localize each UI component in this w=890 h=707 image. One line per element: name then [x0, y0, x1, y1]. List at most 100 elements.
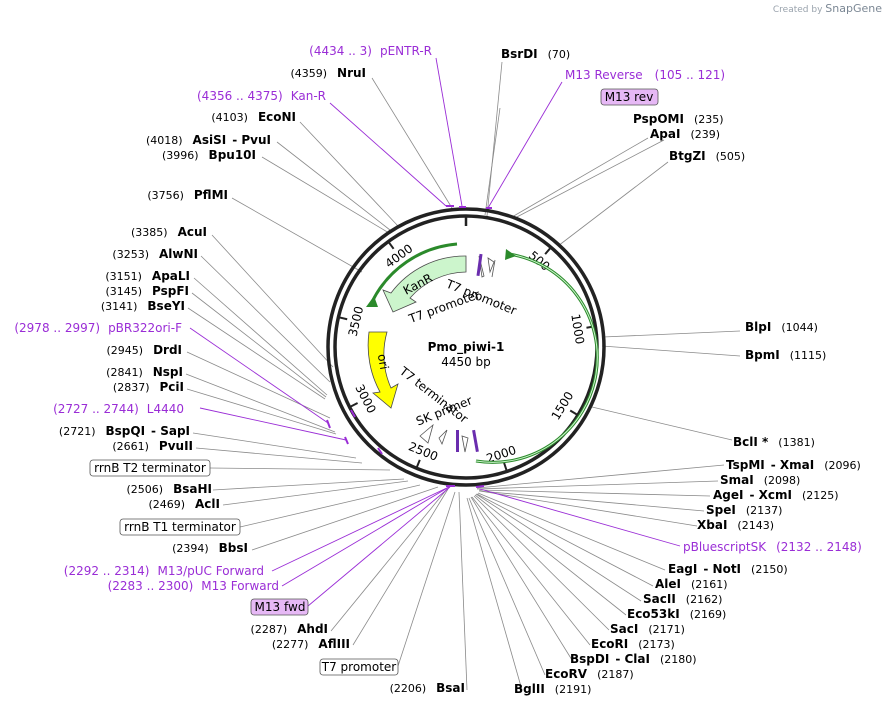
ori-arrow	[367, 331, 399, 409]
svg-text:EcoRI(2173): EcoRI(2173)	[591, 637, 675, 651]
scale-tick-label: 3500	[346, 305, 367, 338]
site-label: BtgZI	[669, 149, 706, 163]
site-label: NspI	[153, 365, 183, 379]
svg-text:BtgZI(505): BtgZI(505)	[669, 149, 745, 163]
svg-text:BspDI- ClaI(2180): BspDI- ClaI(2180)	[570, 652, 697, 666]
site-label: NruI	[337, 66, 366, 80]
site-label: AleI	[655, 577, 681, 591]
site-label: BspQI	[105, 424, 145, 438]
svg-text:(2469)AclI: (2469)AclI	[148, 497, 220, 511]
features	[366, 242, 599, 464]
scale-tick	[387, 240, 395, 250]
primer-label: (2292 .. 2314)M13/pUC Forward	[64, 564, 264, 578]
svg-text:(3756)PflMI: (3756)PflMI	[147, 188, 228, 202]
plasmid-name: Pmo_piwi-1	[428, 340, 505, 355]
svg-text:EcoRV(2187): EcoRV(2187)	[545, 667, 634, 681]
svg-text:BclI *(1381): BclI *(1381)	[733, 435, 815, 449]
svg-text:(3141)BseYI: (3141)BseYI	[101, 299, 185, 313]
site-label: SpeI	[706, 503, 736, 517]
site-label: AhdI	[297, 622, 328, 636]
svg-text:XbaI(2143): XbaI(2143)	[697, 518, 774, 532]
snapgene-brand: Created by SnapGene	[773, 2, 882, 15]
m13-fwd-primer-bar	[456, 430, 459, 452]
site-label: ApaI	[650, 127, 680, 141]
ori-label: ori	[375, 353, 391, 371]
site-label: PspFI	[152, 284, 189, 298]
site-label: EcoRI	[591, 637, 628, 651]
svg-text:(2206)BsaI: (2206)BsaI	[390, 681, 465, 695]
site-label: BpmI	[745, 348, 780, 362]
site-label: Eco53kI	[627, 607, 680, 621]
svg-text:(4359)NruI: (4359)NruI	[290, 66, 366, 80]
svg-text:(3253)AlwNI: (3253)AlwNI	[112, 247, 198, 261]
svg-text:(2287)AhdI: (2287)AhdI	[251, 622, 328, 636]
site-label: PciI	[160, 380, 185, 394]
svg-text:(2721)BspQI- SapI: (2721)BspQI- SapI	[59, 424, 190, 438]
site-label: AflIII	[318, 637, 350, 651]
boxed-features: M13 rev rrnB T2 terminator rrnB T1 termi…	[89, 88, 659, 676]
scale-tick-label: 1000	[568, 313, 587, 345]
svg-text:(4018)AsiSI- PvuI: (4018)AsiSI- PvuI	[146, 133, 271, 147]
t7-promoter-box: T7 promoter	[321, 660, 397, 674]
scale-tick	[503, 462, 508, 472]
site-label: BclI *	[733, 435, 769, 449]
svg-text:BglII(2191): BglII(2191)	[514, 682, 591, 696]
svg-text:(3385)AcuI: (3385)AcuI	[131, 225, 207, 239]
svg-text:TspMI- XmaI(2096): TspMI- XmaI(2096)	[726, 458, 861, 472]
svg-text:(3996)Bpu10I: (3996)Bpu10I	[162, 148, 256, 162]
m13-rev-box: M13 rev	[605, 90, 654, 104]
primer-label: (4356 .. 4375)Kan-R	[197, 89, 326, 103]
scale-tick-label: 1500	[549, 389, 577, 422]
site-label: XbaI	[697, 518, 727, 532]
svg-text:(2277)AflIII: (2277)AflIII	[272, 637, 350, 651]
site-label: AcuI	[178, 225, 207, 239]
svg-text:SacII(2162): SacII(2162)	[643, 592, 722, 606]
site-label: EcoNI	[258, 110, 296, 124]
snapgene-logo-text: SnapGene	[825, 2, 882, 15]
scale-tick	[569, 409, 579, 417]
primer-labels: (4434 .. 3)pENTR-R M13 Reverse(105 .. 12…	[14, 44, 861, 593]
primer-marks	[326, 205, 492, 488]
site-label: ApaLI	[152, 269, 190, 283]
svg-text:SmaI(2098): SmaI(2098)	[720, 473, 800, 487]
site-label: SacII	[643, 592, 676, 606]
scale-tick-label: 3000	[352, 382, 378, 416]
site-label: BsaI	[436, 681, 465, 695]
primer-label: (2283 .. 2300)M13 Forward	[108, 579, 279, 593]
site-label: AsiSI	[193, 133, 227, 147]
site-label: AclI	[195, 497, 220, 511]
svg-text:AleI(2161): AleI(2161)	[655, 577, 728, 591]
site-label: DrdI	[153, 343, 182, 357]
svg-text:(3151)ApaLI: (3151)ApaLI	[105, 269, 190, 283]
svg-text:Eco53kI(2169): Eco53kI(2169)	[627, 607, 726, 621]
left-enzyme-labels: (4359)NruI (4103)EcoNI (4018)AsiSI- PvuI…	[59, 66, 465, 695]
site-label: BbsI	[219, 541, 248, 555]
site-label: EcoRV	[545, 667, 588, 681]
rrnb-t1-box: rrnB T1 terminator	[124, 520, 236, 534]
site-label: AlwNI	[159, 247, 198, 261]
svg-text:(2837)PciI: (2837)PciI	[113, 380, 184, 394]
site-label: SacI	[610, 622, 638, 636]
kanr-arrow	[382, 255, 467, 313]
svg-text:(2661)PvuII: (2661)PvuII	[112, 439, 193, 453]
svg-text:(2394)BbsI: (2394)BbsI	[172, 541, 248, 555]
site-label: BsaHI	[173, 482, 212, 496]
svg-text:SacI(2171): SacI(2171)	[610, 622, 685, 636]
site-label: BseYI	[147, 299, 185, 313]
site-label: PspOMI	[633, 112, 684, 126]
site-label: BglII	[514, 682, 545, 696]
m13-fwd-box: M13 fwd	[255, 600, 306, 614]
svg-text:(2945)DrdI: (2945)DrdI	[106, 343, 182, 357]
site-label: BsrDI	[501, 47, 538, 61]
svg-text:PspOMI(235): PspOMI(235)	[633, 112, 724, 126]
scale-tick	[415, 459, 421, 469]
site-label: PflMI	[194, 188, 228, 202]
site-label: AgeI	[713, 488, 743, 502]
site-label: BspDI	[570, 652, 609, 666]
svg-text:AgeI- XcmI(2125): AgeI- XcmI(2125)	[713, 488, 839, 502]
svg-text:SpeI(2137): SpeI(2137)	[706, 503, 782, 517]
site-label: BlpI	[745, 320, 771, 334]
primer-label: M13 Reverse(105 .. 121)	[565, 68, 725, 82]
svg-text:BlpI(1044): BlpI(1044)	[745, 320, 818, 334]
